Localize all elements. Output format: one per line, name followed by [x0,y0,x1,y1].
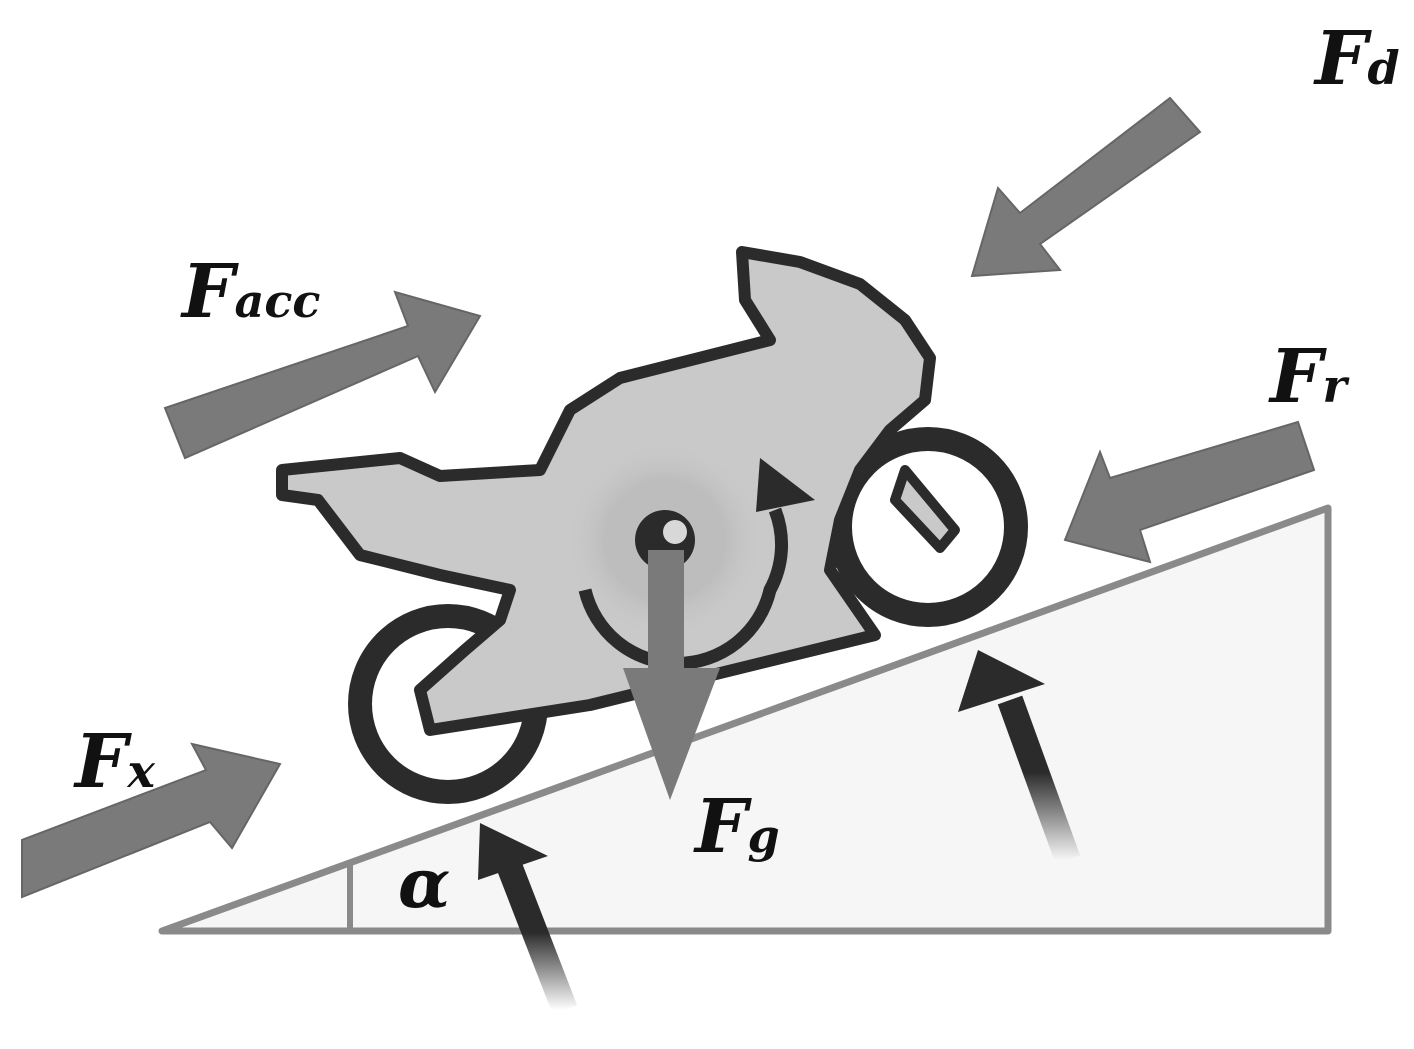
gravity-force-symbol: F [695,784,748,870]
traction-force-symbol: F [75,719,128,805]
traction-force-label: Fx [75,725,155,799]
rolling-resistance-label: Fr [1270,340,1347,414]
normal-force-rear-arrow [958,650,1081,865]
gravity-force-subscript: g [747,809,780,863]
drag-force-subscript: d [1367,41,1400,95]
torque-arrow-head [756,458,815,512]
drag-force-arrow [970,96,1202,278]
traction-force-arrow [21,742,282,899]
gravity-force-arrow [623,550,720,800]
acceleration-force-arrow [163,290,482,460]
drag-force-label: Fd [1315,22,1400,96]
front-fork [890,465,960,553]
slope-angle-label: α [398,844,451,924]
rolling-resistance-symbol: F [1270,334,1323,420]
traction-force-subscript: x [127,744,155,798]
gravity-force-label: Fg [695,790,780,864]
acceleration-force-subscript: acc [234,274,321,328]
acceleration-force-label: Facc [182,255,320,329]
inclined-plane [158,504,1332,935]
torque-rotation-arrow [578,507,789,670]
acceleration-force-symbol: F [182,249,235,335]
normal-force-front-arrow [478,823,578,1015]
rolling-resistance-arrow [1063,420,1316,564]
rolling-resistance-subscript: r [1322,359,1347,413]
drag-force-symbol: F [1315,16,1368,102]
